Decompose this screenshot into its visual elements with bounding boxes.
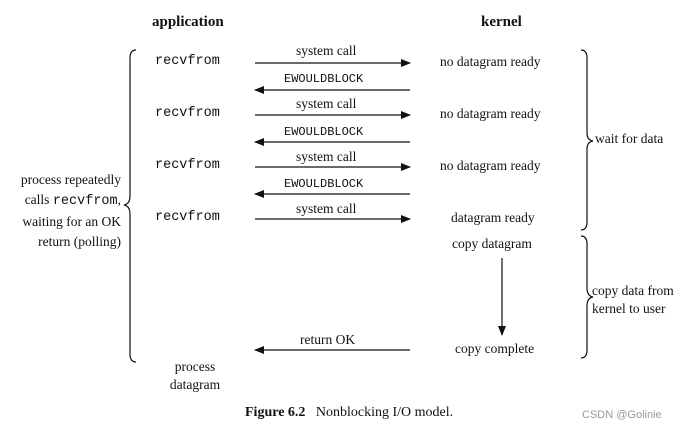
return-ok-label: return OK — [300, 332, 356, 347]
process-datagram-line1: process — [174, 359, 216, 374]
row3-kernel-status: no datagram ready — [440, 158, 541, 173]
left-brace — [123, 49, 137, 363]
row4-app-recvfrom: recvfrom — [155, 210, 220, 225]
figure-caption-label: Figure 6.2 — [245, 405, 306, 420]
left-note-line1: process repeatedly — [20, 172, 121, 187]
row2-system-call-label: system call — [296, 96, 357, 111]
row1-ewouldblock-label: EWOULDBLOCK — [284, 72, 364, 86]
watermark: CSDN @Golinie — [582, 409, 662, 421]
row4-system-call-label: system call — [296, 201, 357, 216]
figure-caption-text: Nonblocking I/O model. — [315, 405, 454, 420]
row3-ewouldblock-label: EWOULDBLOCK — [284, 177, 364, 191]
process-datagram-label: process datagram — [160, 358, 230, 394]
figure-caption: Figure 6.2 Nonblocking I/O model. — [245, 405, 453, 421]
row3-system-call-label: system call — [296, 149, 357, 164]
copy-data-note-line2: kernel to user — [592, 301, 666, 316]
copy-data-note-line1: copy data from — [592, 283, 674, 298]
row2-app-recvfrom: recvfrom — [155, 106, 220, 121]
left-note-line4: return (polling) — [38, 234, 121, 249]
row3-app-recvfrom: recvfrom — [155, 158, 220, 173]
process-datagram-line2: datagram — [169, 377, 221, 392]
copy-data-note: copy data from kernel to user — [592, 282, 674, 318]
left-note-line3: waiting for an OK — [22, 214, 121, 229]
row2-ewouldblock-label: EWOULDBLOCK — [284, 125, 364, 139]
copy-complete-label: copy complete — [455, 341, 535, 356]
header-application: application — [152, 14, 224, 30]
left-note: process repeatedly calls recvfrom, waiti… — [0, 170, 121, 252]
row1-system-call-label: system call — [296, 43, 357, 58]
wait-for-data-label: wait for data — [595, 131, 664, 146]
copy-brace — [580, 235, 594, 359]
row1-app-recvfrom: recvfrom — [155, 54, 220, 69]
left-note-line2-prefix: calls — [24, 192, 53, 207]
row2-kernel-status: no datagram ready — [440, 106, 541, 121]
left-note-line2-code: recvfrom — [52, 194, 118, 209]
row4-kernel-status: datagram ready — [451, 210, 535, 225]
header-kernel: kernel — [481, 14, 522, 30]
left-note-line2: calls recvfrom, — [0, 190, 121, 212]
left-note-line2-suffix: , — [117, 192, 121, 207]
wait-brace — [580, 49, 594, 231]
copy-datagram-label: copy datagram — [452, 236, 532, 251]
row1-kernel-status: no datagram ready — [440, 54, 541, 69]
